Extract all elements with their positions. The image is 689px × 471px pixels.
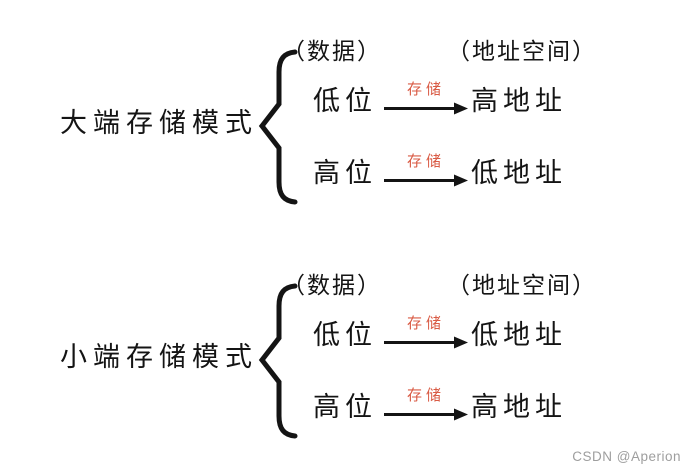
big-endian-section: 大端存储模式 （数据） （地址空间） 低位 存储 高地址 高位 存储 bbox=[0, 0, 689, 235]
watermark: CSDN @Aperion bbox=[572, 449, 681, 464]
data-part-label: 高位 bbox=[313, 391, 377, 423]
arrow-right-icon bbox=[384, 336, 468, 349]
arrow-right-icon bbox=[384, 174, 468, 187]
little-endian-section: 小端存储模式 （数据） （地址空间） 低位 存储 低地址 高位 存储 bbox=[0, 234, 689, 469]
address-label: 高地址 bbox=[471, 85, 567, 117]
data-column-header: （数据） bbox=[282, 273, 382, 299]
storage-arrow-label: 存储 bbox=[406, 152, 446, 170]
address-label: 低地址 bbox=[471, 157, 567, 189]
mode-label: 大端存储模式 bbox=[60, 108, 258, 139]
storage-arrow: 存储 bbox=[383, 310, 469, 354]
curly-brace-icon bbox=[258, 49, 298, 205]
address-column-header: （地址空间） bbox=[447, 273, 597, 299]
storage-arrow: 存储 bbox=[383, 76, 469, 120]
arrow-right-icon bbox=[384, 102, 468, 115]
data-part-label: 高位 bbox=[313, 157, 377, 189]
storage-arrow-label: 存储 bbox=[406, 80, 446, 98]
address-label: 高地址 bbox=[471, 391, 567, 423]
storage-arrow: 存储 bbox=[383, 382, 469, 426]
arrow-right-icon bbox=[384, 408, 468, 421]
mapping-row: 高位 存储 高地址 bbox=[313, 382, 567, 426]
data-part-label: 低位 bbox=[313, 85, 377, 117]
data-column-header: （数据） bbox=[282, 39, 382, 65]
storage-arrow-label: 存储 bbox=[406, 314, 446, 332]
mapping-row: 低位 存储 低地址 bbox=[313, 310, 567, 354]
data-part-label: 低位 bbox=[313, 319, 377, 351]
mapping-row: 低位 存储 高地址 bbox=[313, 76, 567, 120]
curly-brace-icon bbox=[258, 283, 298, 439]
mode-label: 小端存储模式 bbox=[60, 342, 258, 373]
address-label: 低地址 bbox=[471, 319, 567, 351]
address-column-header: （地址空间） bbox=[447, 39, 597, 65]
mapping-row: 高位 存储 低地址 bbox=[313, 148, 567, 192]
storage-arrow-label: 存储 bbox=[406, 386, 446, 404]
storage-arrow: 存储 bbox=[383, 148, 469, 192]
